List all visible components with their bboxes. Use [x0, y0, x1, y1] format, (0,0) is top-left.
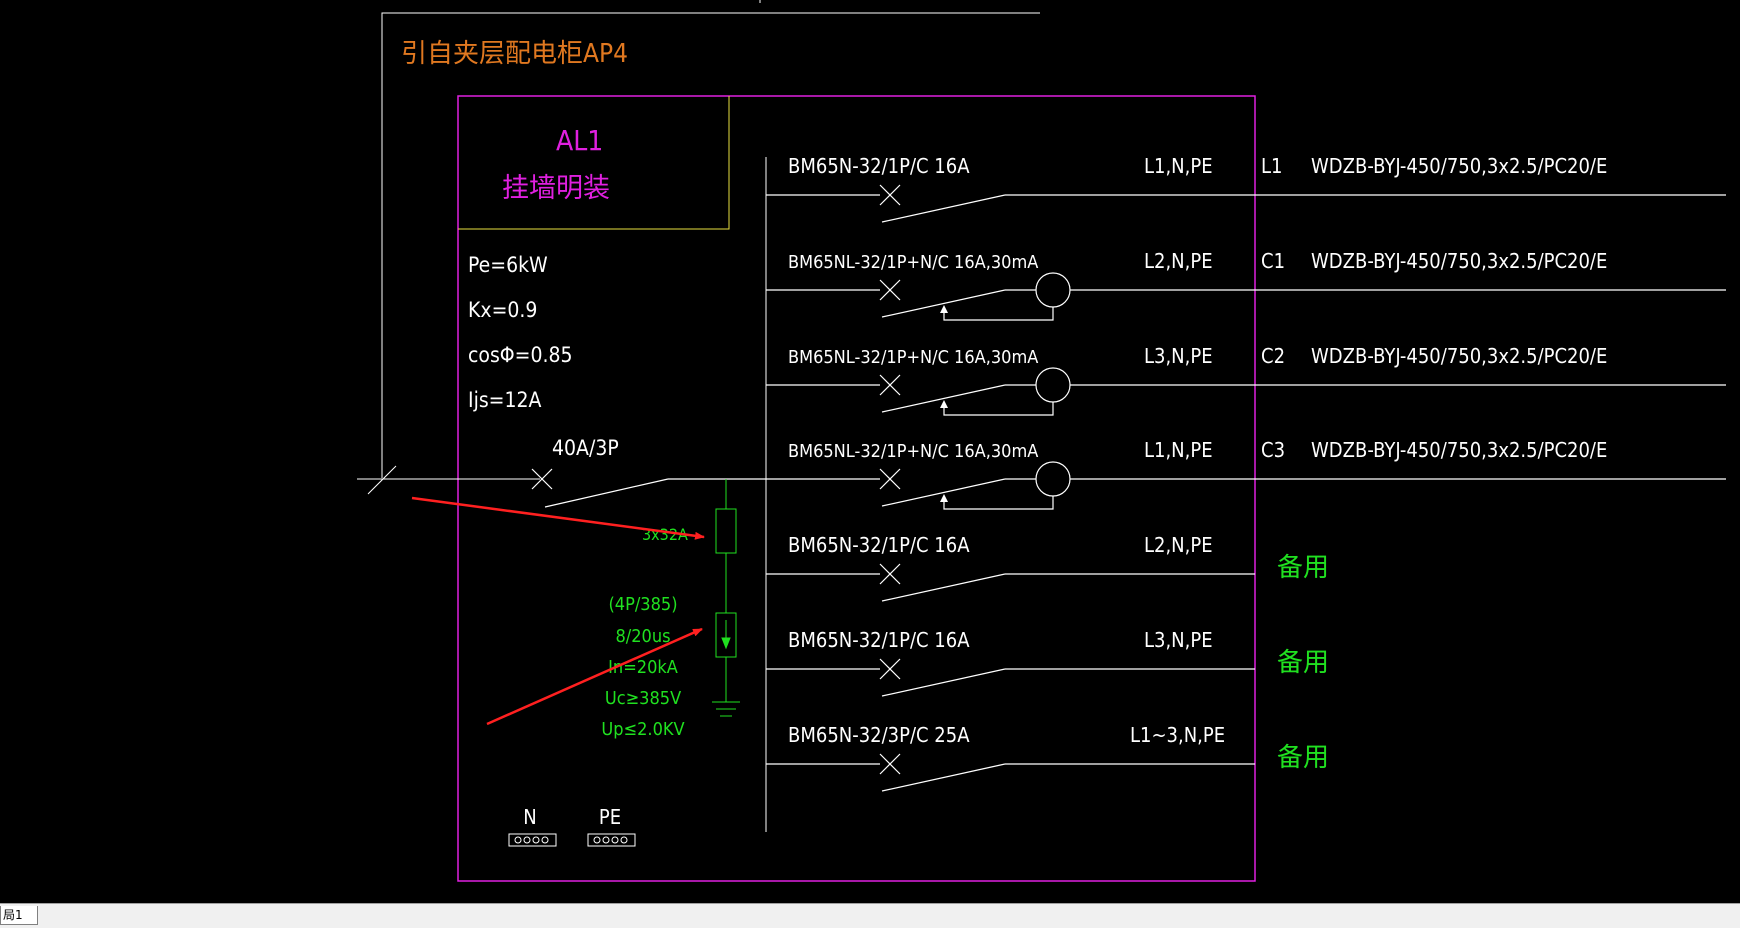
circuit-breaker-label: BM65N-32/1P/C 16A	[788, 533, 970, 557]
circuit-spare-label: 备用	[1277, 648, 1329, 678]
circuit-row: BM65N-32/1P/C 16A L2,N,PE 备用	[766, 533, 1329, 602]
circuit-breaker-label: BM65NL-32/1P+N/C 16A,30mA	[788, 347, 1038, 368]
circuit-phase-label: L1~3,N,PE	[1130, 723, 1225, 747]
circuit-spare-label: 备用	[1277, 743, 1329, 773]
circuit-spare-label: 备用	[1277, 553, 1329, 583]
circuit-id-label: C1	[1261, 249, 1285, 273]
circuit-breaker-label: BM65N-32/1P/C 16A	[788, 154, 970, 178]
spd-spec-up: Up≤2.0KV	[601, 719, 684, 740]
rcd-trip-link	[943, 402, 1054, 416]
circuit-row: BM65N-32/1P/C 16A L1,N,PE L1 WDZB-BYJ-450/7…	[766, 154, 1726, 223]
breaker-cross-icon	[879, 563, 901, 585]
circuit-id-label: C2	[1261, 344, 1285, 368]
breaker-cross-icon	[879, 468, 901, 490]
circuit-phase-label: L2,N,PE	[1144, 249, 1213, 273]
breaker-cross-icon	[879, 374, 901, 396]
main-incoming-line	[357, 465, 540, 495]
circuit-id-label: C3	[1261, 438, 1285, 462]
circuit-breaker-label: BM65NL-32/1P+N/C 16A,30mA	[788, 441, 1038, 462]
panel-title-box	[458, 96, 730, 230]
terminal-pe-bar	[587, 833, 636, 847]
circuit-phase-label: L3,N,PE	[1144, 628, 1213, 652]
source-label: 引自夹层配电柜AP4	[401, 39, 628, 69]
annotation-arrow-fuse	[411, 496, 705, 540]
circuit-cable-label: WDZB-BYJ-450/750,3x2.5/PC20/E	[1311, 344, 1607, 368]
terminal-n-bar	[508, 833, 557, 847]
spd-spec-waveform: 8/20us	[615, 626, 670, 647]
terminal-pe-label: PE	[599, 805, 621, 829]
main-breaker-label: 40A/3P	[552, 436, 619, 460]
breaker-cross-icon	[879, 753, 901, 775]
circuit-row: BM65NL-32/1P+N/C 16A,30mA L2,N,PE C1 WDZB-B…	[766, 249, 1726, 321]
main-breaker	[531, 468, 766, 508]
breaker-contact	[881, 194, 1006, 223]
circuit-phase-label: L1,N,PE	[1144, 438, 1213, 462]
breaker-contact	[881, 384, 1006, 413]
rcd-sensor-icon	[1035, 272, 1071, 308]
circuit-breaker-label: BM65N-32/1P/C 16A	[788, 628, 970, 652]
panel-enclosure	[457, 95, 1256, 882]
breaker-contact	[881, 478, 1006, 507]
spd-fuse-symbol	[715, 508, 737, 554]
circuit-cable-label: WDZB-BYJ-450/750,3x2.5/PC20/E	[1311, 154, 1607, 178]
param-cos-phi: cosΦ=0.85	[468, 343, 573, 367]
breaker-contact	[881, 763, 1006, 792]
incoming-feeder	[381, 0, 1040, 478]
layout-tab-bar: 局1	[0, 903, 1740, 928]
param-kx: Kx=0.9	[468, 298, 537, 322]
spd-branch	[712, 479, 740, 717]
circuit-row: BM65NL-32/1P+N/C 16A,30mA L3,N,PE C2 WDZB-B…	[766, 344, 1726, 416]
spd-spec-in: In=20kA	[608, 657, 678, 678]
breaker-cross-icon	[879, 279, 901, 301]
spd-spec-poles: (4P/385)	[608, 594, 677, 615]
circuit-phase-label: L2,N,PE	[1144, 533, 1213, 557]
circuit-phase-label: L1,N,PE	[1144, 154, 1213, 178]
circuit-id-label: L1	[1261, 154, 1282, 178]
circuit-breaker-label: BM65NL-32/1P+N/C 16A,30mA	[788, 252, 1038, 273]
circuit-cable-label: WDZB-BYJ-450/750,3x2.5/PC20/E	[1311, 249, 1607, 273]
rcd-trip-link	[943, 307, 1054, 321]
circuit-phase-label: L3,N,PE	[1144, 344, 1213, 368]
breaker-contact	[881, 573, 1006, 602]
spd-spec-uc: Uc≥385V	[605, 688, 681, 709]
single-line-diagram: 引自夹层配电柜AP4 AL1 挂墙明装 Pe=6kW Kx=0.9 cosΦ=0…	[357, 0, 1726, 882]
rcd-sensor-icon	[1035, 461, 1071, 497]
terminal-n-label: N	[523, 805, 536, 829]
breaker-contact	[881, 289, 1006, 318]
circuit-row: BM65NL-32/1P+N/C 16A,30mA L1,N,PE C3 WDZB-B…	[766, 438, 1726, 510]
circuit-row: BM65N-32/1P/C 16A L3,N,PE 备用	[766, 628, 1329, 697]
rcd-trip-arrow-icon	[940, 305, 948, 313]
param-pe: Pe=6kW	[468, 253, 548, 277]
circuit-row: BM65N-32/3P/C 25A L1~3,N,PE 备用	[766, 723, 1329, 792]
tab-layout-1[interactable]: 局1	[0, 906, 38, 925]
breaker-contact	[881, 668, 1006, 697]
param-ijs: Ijs=12A	[468, 388, 542, 412]
breaker-cross-icon	[879, 658, 901, 680]
panel-install-type: 挂墙明装	[502, 173, 610, 204]
circuit-breaker-label: BM65N-32/3P/C 25A	[788, 723, 970, 747]
rcd-trip-arrow-icon	[940, 494, 948, 502]
rcd-sensor-icon	[1035, 367, 1071, 403]
circuit-cable-label: WDZB-BYJ-450/750,3x2.5/PC20/E	[1311, 438, 1607, 462]
panel-name: AL1	[556, 124, 603, 157]
rcd-trip-arrow-icon	[940, 400, 948, 408]
breaker-cross-icon	[879, 184, 901, 206]
annotation-arrow-spd	[486, 627, 703, 726]
rcd-trip-link	[943, 496, 1054, 510]
